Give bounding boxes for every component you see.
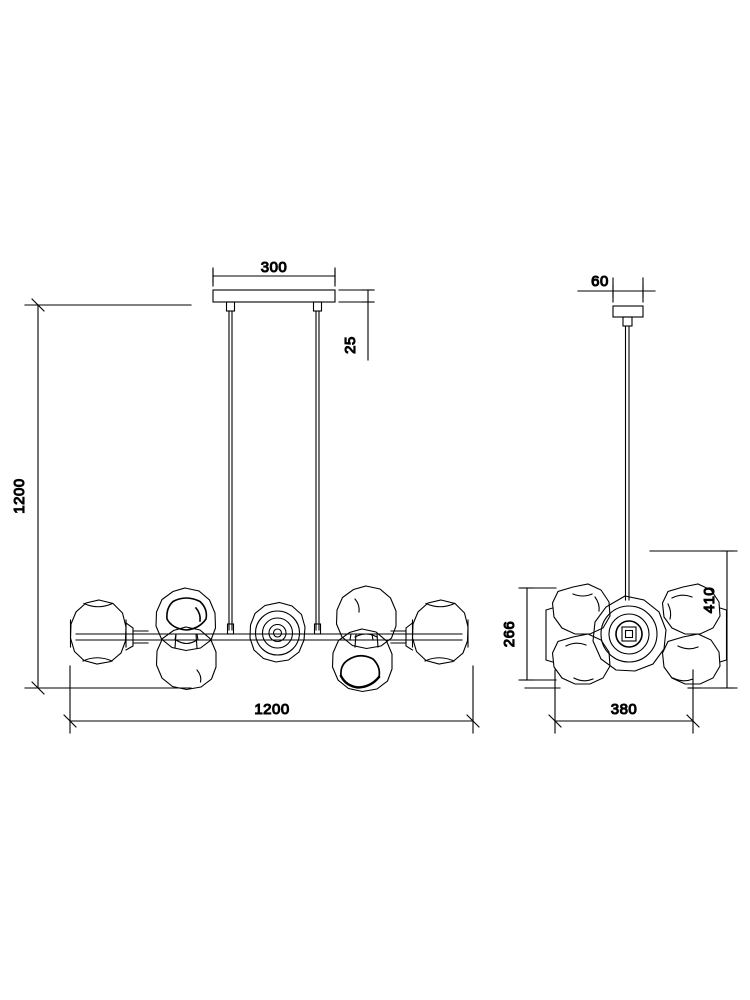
dimension-value-side-outer-height: 410: [701, 587, 718, 614]
dimension-value-side-width: 380: [611, 701, 638, 718]
front-shade-left-outer: [69, 599, 149, 665]
dimension-value-canopy-width: 300: [261, 259, 288, 276]
dimension-canopy-width: 300: [212, 258, 336, 287]
dimension-side-inner-height: 266: [500, 587, 557, 681]
dimension-value-canopy-height: 25: [342, 336, 359, 354]
front-shade-upper-right: [335, 585, 397, 650]
front-central-hub: [249, 601, 306, 663]
front-shade-lower-left: [155, 626, 217, 691]
front-suspension-rods: [226, 310, 322, 635]
dimension-side-canopy-width: 60: [577, 272, 656, 303]
dimension-canopy-height: 25: [338, 289, 375, 361]
front-shade-upper-left: [155, 587, 217, 652]
dimension-overall-length: 1200: [63, 665, 480, 734]
front-shade-lower-right: [331, 628, 393, 693]
front-shade-right-outer: [390, 599, 469, 665]
side-elevation-view: [545, 305, 728, 685]
side-canopy: [612, 305, 644, 327]
side-flower-body: [545, 583, 728, 685]
dimension-value-side-canopy-width: 60: [591, 273, 609, 290]
dimension-value-overall-length: 1200: [254, 701, 289, 718]
side-suspension-rod: [624, 325, 630, 601]
dimension-value-side-inner-height: 266: [501, 621, 518, 648]
front-canopy: [212, 289, 336, 312]
dimension-side-outer-height: 410: [649, 550, 738, 689]
dimension-side-width: 380: [548, 669, 700, 734]
dimension-value-overall-height: 1200: [11, 478, 28, 513]
front-elevation-view: [69, 289, 469, 693]
dimension-overall-height: 1200: [10, 298, 192, 695]
